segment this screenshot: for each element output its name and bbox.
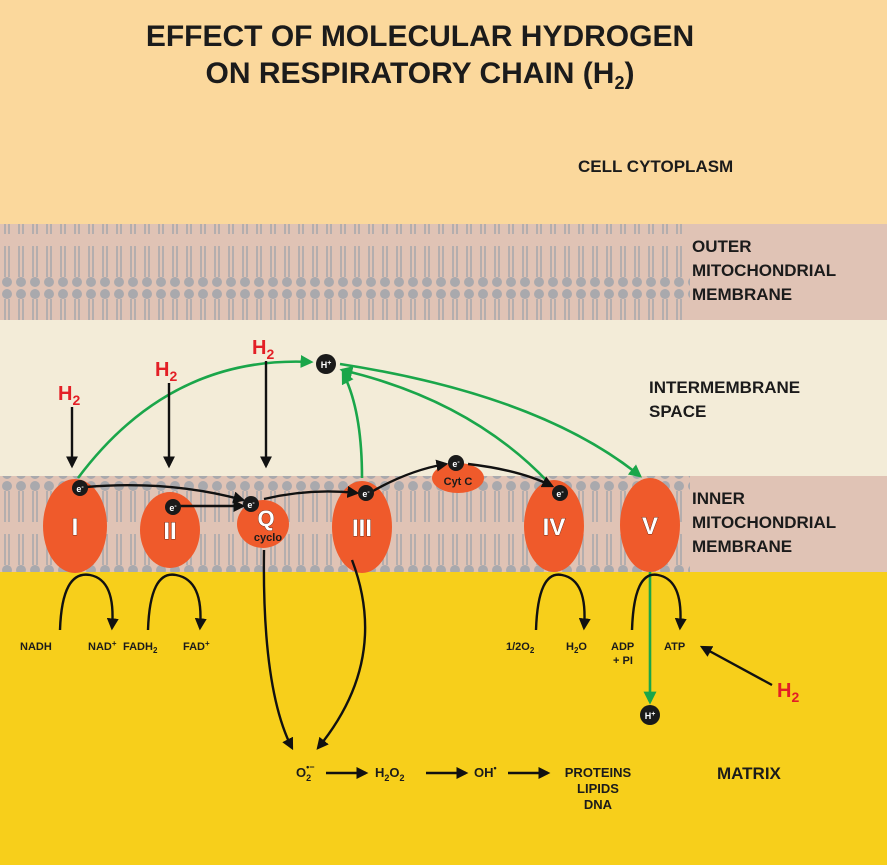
outer-membrane-lipids	[0, 224, 690, 320]
q-cycle-shape	[237, 500, 289, 548]
electron-q: e-	[243, 496, 259, 512]
water-label: H2O	[566, 641, 587, 655]
ros-arrow-from-q	[262, 549, 294, 751]
proton-arrow-to-complex-5	[339, 362, 643, 478]
peroxide-label: H2O2	[375, 765, 405, 783]
matrix-label: MATRIX	[717, 764, 782, 783]
q-cycle-label: Q	[257, 506, 274, 531]
inner-membrane-label-1: INNER	[692, 489, 745, 508]
complex-1-shape	[43, 479, 107, 573]
electron-arrow-1-to-q	[85, 484, 246, 504]
intermembrane-label-2: SPACE	[649, 402, 706, 421]
complex-5-label: V	[642, 513, 658, 540]
outer-membrane-label-1: OUTER	[692, 237, 752, 256]
electron-arrow-q-to-3	[263, 486, 360, 501]
inner-membrane-label-2: MITOCHONDRIAL	[692, 513, 836, 532]
electron-arrow-3-to-cytc	[372, 459, 449, 493]
inner-membrane-label-3: MEMBRANE	[692, 537, 792, 556]
complex-3-label: III	[352, 515, 372, 542]
atp-label: ATP	[664, 641, 685, 653]
intermembrane-label-1: INTERMEMBRANE	[649, 378, 800, 397]
loop-complex-2	[146, 573, 207, 631]
electron-complex-3: e-	[358, 485, 374, 501]
complex-5-shape	[620, 478, 680, 572]
title-line-2: ON RESPIRATORY CHAIN (H2)	[206, 57, 635, 93]
cytoplasm-label: CELL CYTOPLASM	[578, 157, 733, 176]
complex-2-shape	[140, 492, 200, 568]
proton-intermembrane: H+	[316, 354, 336, 374]
q-cycle-sublabel: cyclo	[254, 532, 282, 544]
fad-label: FAD+	[183, 639, 210, 653]
proton-arrow-complex-1	[76, 354, 314, 479]
svg-text:e-: e-	[76, 484, 84, 494]
loop-complex-5	[630, 573, 687, 631]
complex-2-label: II	[163, 518, 176, 545]
h2-label-complex-2: H2	[155, 359, 177, 384]
outer-membrane-label-2: MITOCHONDRIAL	[692, 261, 836, 280]
svg-text:e-: e-	[247, 500, 255, 510]
svg-text:e-: e-	[169, 503, 177, 513]
proton-arrow-complex-4	[339, 366, 549, 483]
ros-arrow-from-complex-3	[316, 559, 367, 750]
oxygen-label: 1/2O2	[506, 641, 535, 655]
svg-text:H+: H+	[321, 360, 332, 370]
electron-complex-1: e-	[72, 480, 88, 496]
complex-3-shape	[332, 481, 392, 573]
loop-complex-4	[534, 573, 591, 631]
superoxide-label: O2•−	[296, 762, 315, 783]
adp-label: ADP	[611, 641, 634, 653]
h2-label-q: H2	[252, 337, 274, 362]
complex-1-label: I	[72, 514, 79, 541]
fadh2-label: FADH2	[123, 641, 158, 655]
svg-text:H+: H+	[645, 711, 656, 721]
target-lipids: LIPIDS	[577, 781, 619, 796]
nadh-label: NADH	[20, 641, 52, 653]
h2-label-complex-1: H2	[58, 383, 80, 408]
h2-arrow-atp	[699, 645, 773, 687]
electron-arrow-cytc-to-4	[467, 462, 555, 488]
loop-complex-1	[58, 573, 119, 631]
title-line-1: EFFECT OF MOLECULAR HYDROGEN	[146, 20, 694, 53]
pi-label: + PI	[613, 655, 633, 667]
svg-text:e-: e-	[556, 489, 564, 499]
proton-matrix: H+	[640, 705, 660, 725]
h2-label-atp: H2	[777, 680, 799, 705]
outer-membrane-label-3: MEMBRANE	[692, 285, 792, 304]
matrix-region	[0, 572, 887, 865]
electron-complex-4: e-	[552, 485, 568, 501]
intermembrane-region	[0, 320, 887, 476]
hydroxyl-label: OH•	[474, 763, 497, 780]
electron-complex-2: e-	[165, 499, 181, 515]
target-proteins: PROTEINS	[565, 765, 632, 780]
cyt-c-label: Cyt C	[444, 476, 473, 488]
cytoplasm-region	[0, 0, 887, 224]
svg-text:e-: e-	[362, 489, 370, 499]
complex-4-label: IV	[543, 514, 566, 541]
complex-4-shape	[524, 480, 584, 572]
target-dna: DNA	[584, 797, 613, 812]
nad-label: NAD+	[88, 639, 117, 653]
electron-cyt-c: e-	[448, 455, 464, 471]
proton-arrow-complex-3	[341, 370, 364, 479]
svg-text:e-: e-	[452, 459, 460, 469]
